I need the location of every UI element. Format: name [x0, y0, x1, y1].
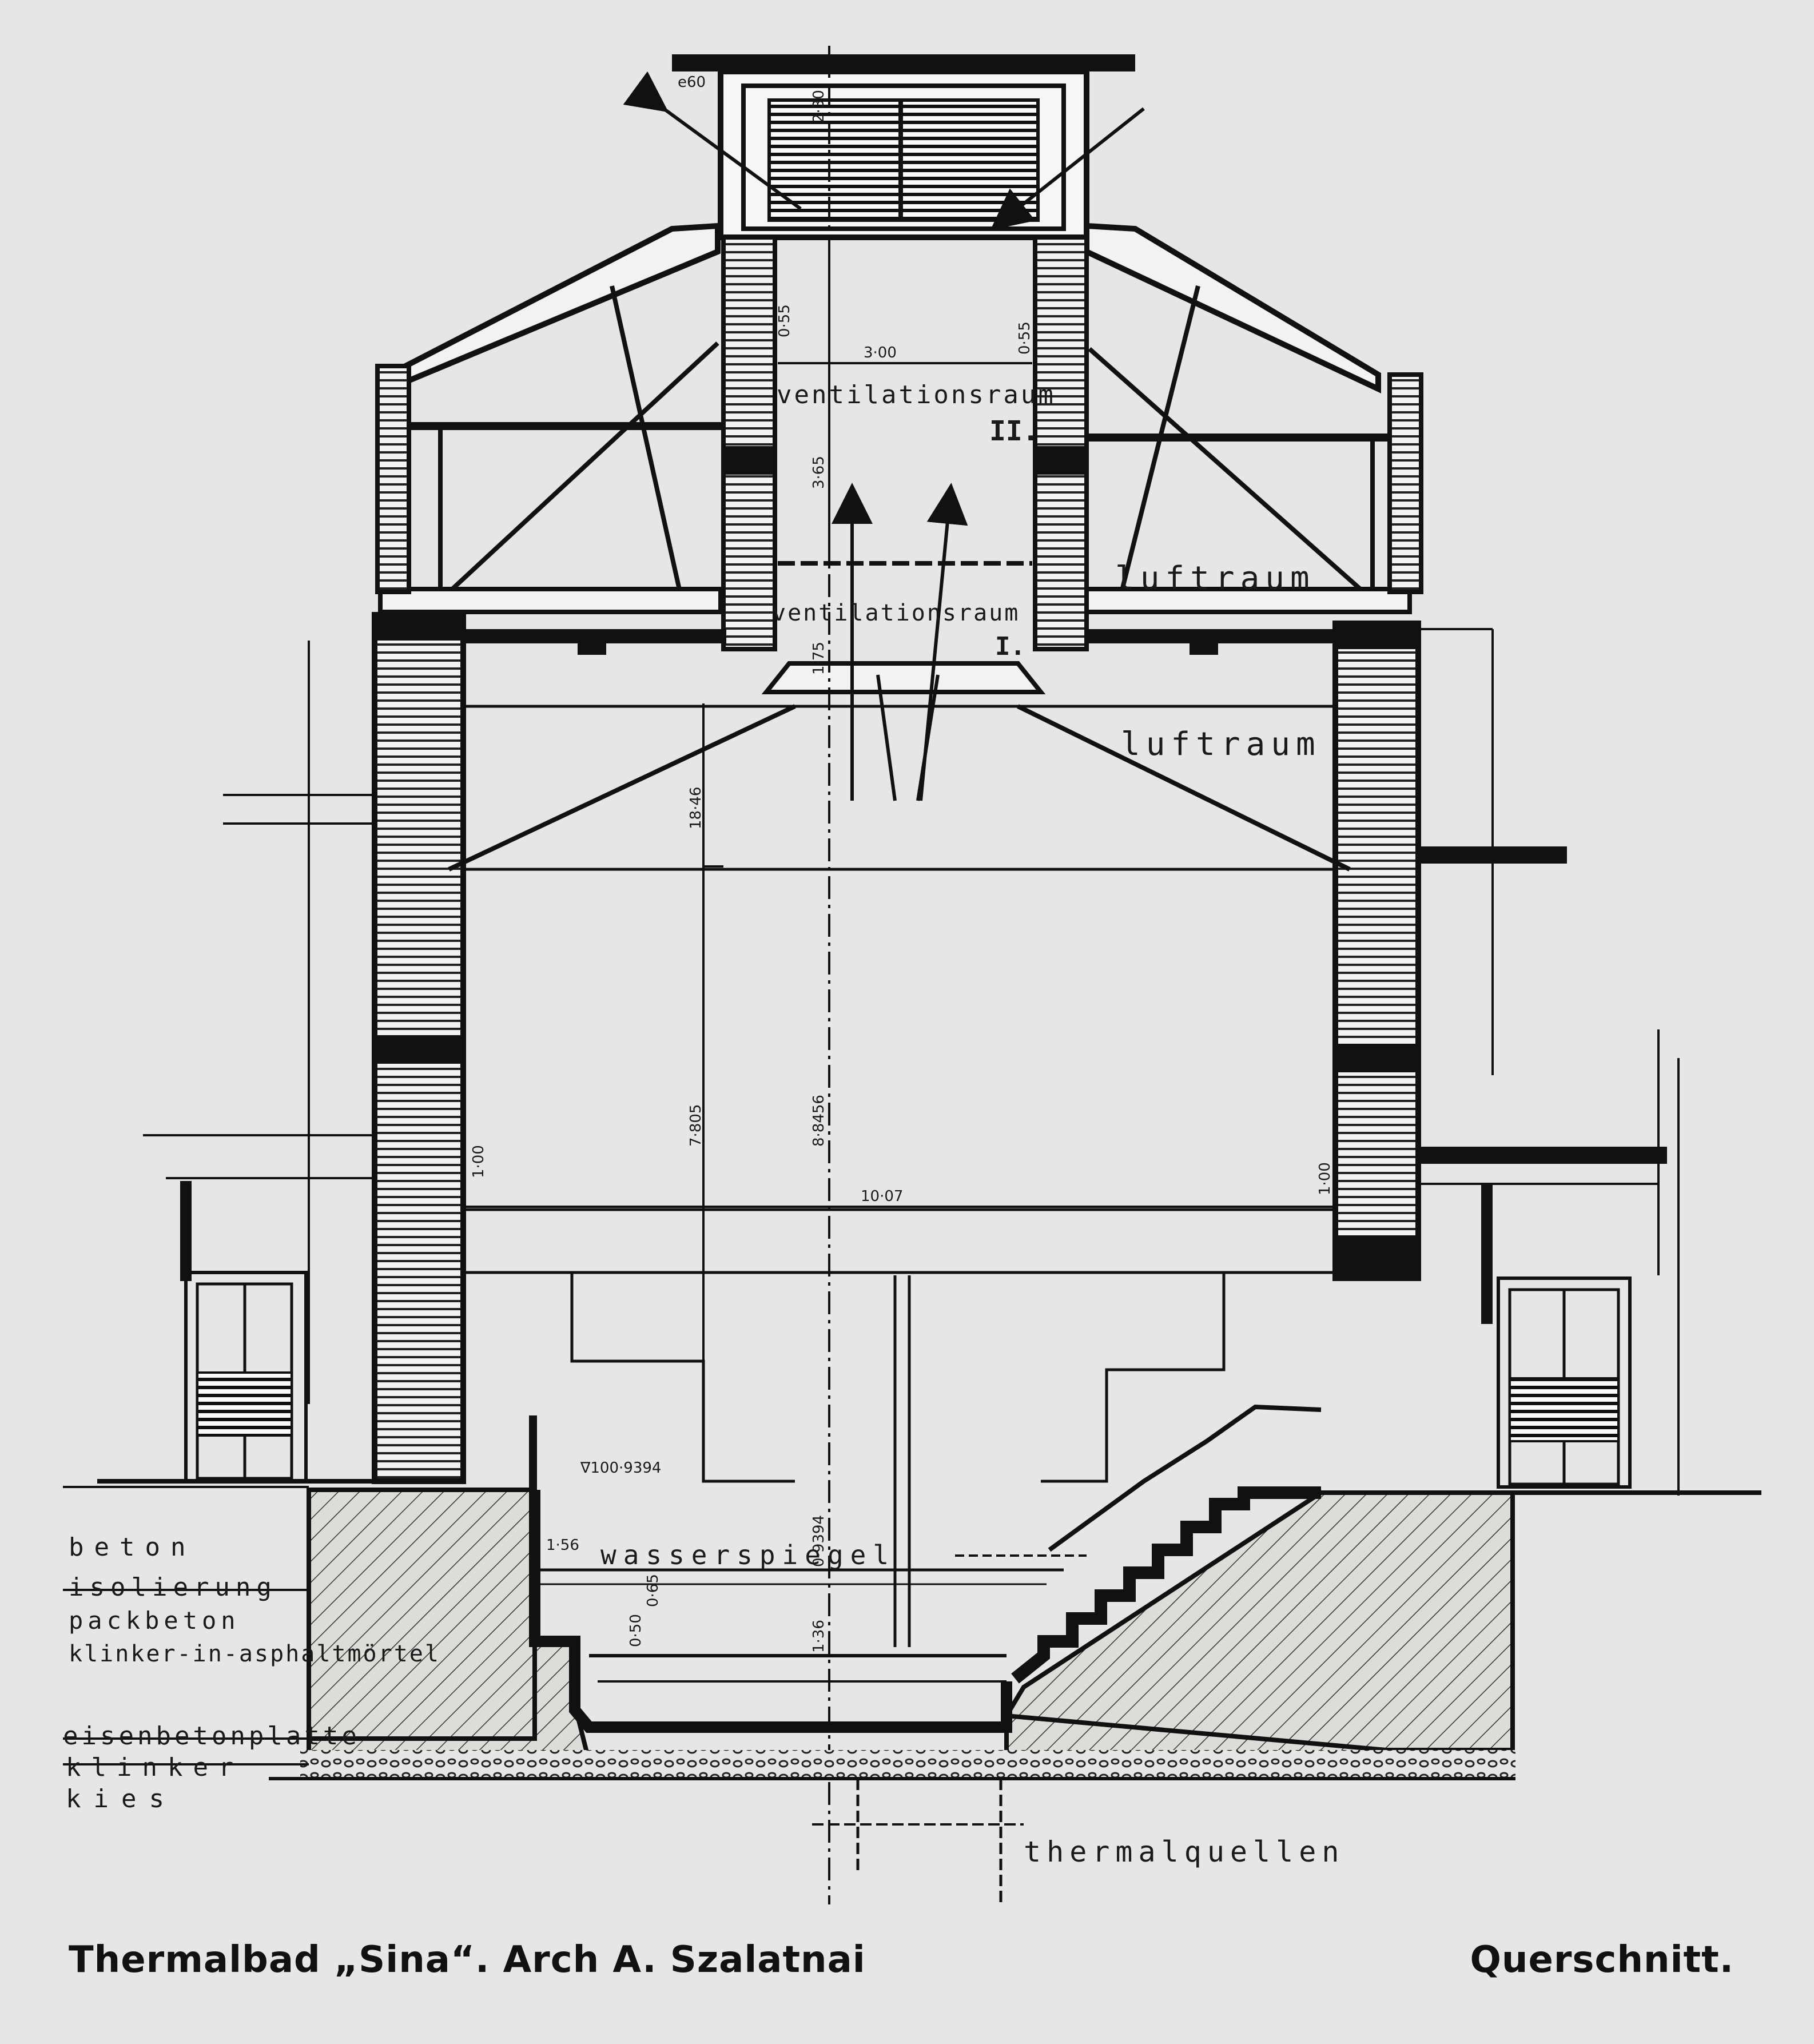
- label-luftraum-upper: luftraum: [1115, 560, 1315, 597]
- label-ventilationsraum-1: ventilationsraum: [772, 600, 1020, 626]
- exterior-left: [97, 641, 375, 1484]
- legend-beton: beton: [69, 1533, 196, 1562]
- roof-trusses: [378, 222, 1412, 614]
- dimension-lines: [463, 240, 1335, 1208]
- label-luftraum-lower: luftraum: [1121, 726, 1321, 763]
- pool-foundation: [269, 1404, 1515, 1904]
- main-walls: [372, 612, 1421, 1484]
- dim-365: 3·65: [810, 456, 828, 489]
- dim-2-30: 2·30: [810, 90, 828, 123]
- label-ventilationsraum-2: ventilationsraum: [777, 380, 1056, 409]
- dim-055-left: 0·55: [776, 304, 793, 337]
- label-roman-2: II.: [989, 415, 1039, 447]
- dim-785: 7·805: [687, 1104, 705, 1147]
- legend-leaders: [63, 1486, 309, 1765]
- caption-section-type: Querschnitt.: [1470, 1939, 1734, 1981]
- dim-09394: 0·9394: [810, 1515, 828, 1567]
- dim-136: 1·36: [810, 1620, 828, 1653]
- dim-1007: 10·07: [861, 1188, 903, 1205]
- dim-e60: e60: [678, 74, 706, 91]
- dim-156: 1·56: [546, 1537, 579, 1554]
- exterior-right: [1418, 628, 1761, 1496]
- ventilation-shaft: [721, 235, 1089, 801]
- dim-050: 0·50: [627, 1614, 645, 1647]
- dim-300: 3·00: [864, 344, 897, 361]
- dim-055-right: 0·55: [1016, 321, 1033, 355]
- dim-8456: 8·8456: [810, 1095, 828, 1147]
- dim-175: 1·75: [810, 642, 828, 675]
- legend-isolierung: isolierung: [69, 1573, 277, 1602]
- label-roman-1: I.: [995, 632, 1025, 661]
- legend-packbeton: packbeton: [69, 1606, 240, 1635]
- label-wasserspiegel: wasserspiegel: [600, 1540, 896, 1570]
- dim-100-left: 1·00: [470, 1145, 487, 1178]
- legend-eisenbetonplatte: eisenbetonplatte: [63, 1721, 360, 1751]
- dim-065: 0·65: [645, 1574, 662, 1607]
- upper-wall-left: [375, 364, 1423, 594]
- dim-level: ∇100·9394: [580, 1460, 661, 1477]
- dim-1846: 18·46: [687, 787, 705, 829]
- label-thermalquellen: thermalquellen: [1024, 1835, 1344, 1868]
- dim-100-right: 1·00: [1316, 1162, 1334, 1195]
- legend-klinker: klinker: [66, 1753, 244, 1782]
- material-legend: beton isolierung packbeton klinker-in-as…: [63, 1533, 440, 1814]
- legend-klinker-asphaltmortel: klinker-in-asphaltmörtel: [69, 1641, 440, 1667]
- legend-kies: kies: [66, 1784, 177, 1814]
- roof-lantern: [623, 54, 1145, 240]
- caption-title: Thermalbad „Sina“. Arch A. Szalatnai: [69, 1939, 866, 1981]
